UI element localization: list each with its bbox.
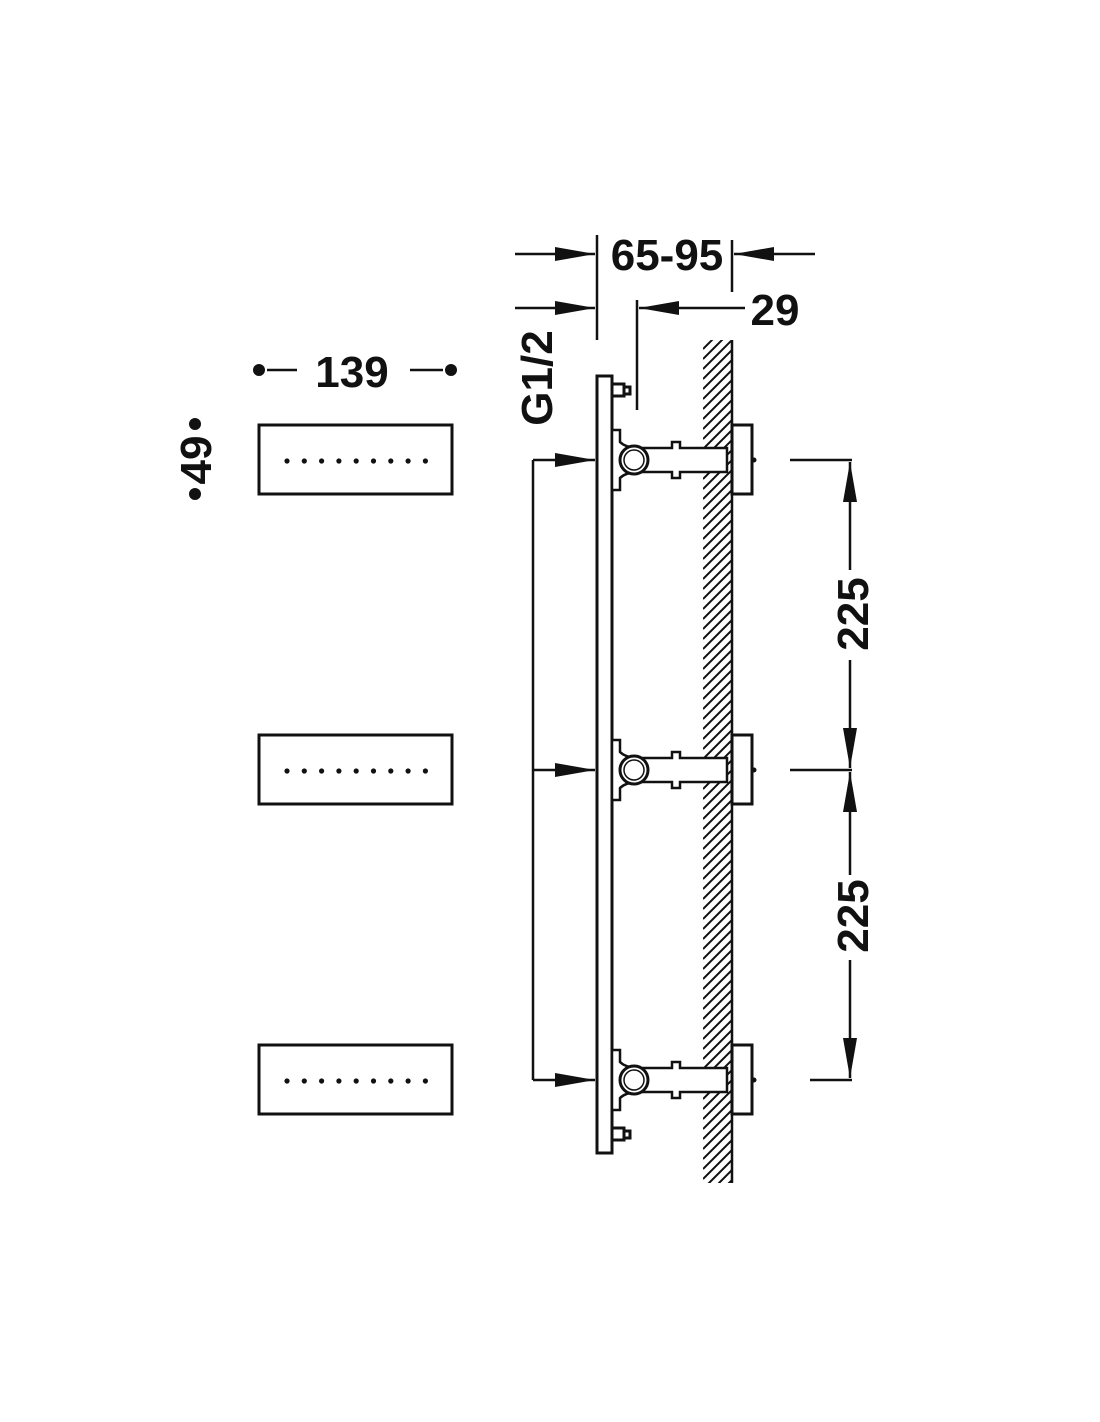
side-view: G1/2 65-95 29 225 225 <box>513 231 878 1183</box>
mounting-plate <box>595 374 614 1155</box>
spacing-upper-label: 225 <box>829 577 878 650</box>
nozzle-dot <box>301 1078 307 1084</box>
spacing-lower-label: 225 <box>829 879 878 952</box>
nozzle-dot <box>336 458 342 464</box>
nozzle-dot <box>284 458 290 464</box>
nozzle-dot <box>388 768 394 774</box>
wall-hatch <box>703 340 732 1183</box>
width-label: 139 <box>315 348 388 397</box>
offset-label: 29 <box>751 286 800 335</box>
offset-dimension: 29 <box>515 286 799 410</box>
wall-flange <box>730 423 754 496</box>
wall-flange <box>730 733 754 806</box>
nozzle-dot <box>353 1078 359 1084</box>
valve-body <box>610 1043 757 1116</box>
wall-flange <box>730 1043 754 1116</box>
height-dimension: 49 <box>172 418 221 500</box>
nozzle-dot <box>370 1078 377 1084</box>
nozzle-dot <box>336 768 342 774</box>
nozzle-dot <box>319 768 325 774</box>
nozzle-dot <box>422 768 428 774</box>
nozzle-dot <box>319 458 325 464</box>
nozzle-dot <box>422 1078 428 1084</box>
front-view: 139 49 <box>172 348 457 1116</box>
shower-jet <box>257 1043 454 1116</box>
height-label: 49 <box>172 436 221 485</box>
nozzle-dot <box>405 1078 411 1084</box>
thread-dimension: G1/2 <box>513 330 595 1087</box>
shower-jet <box>257 733 454 806</box>
mounting-pin <box>610 382 632 1142</box>
nozzle-dot <box>388 1078 394 1084</box>
nozzle-dot <box>405 458 411 464</box>
width-dimension: 139 <box>253 348 457 397</box>
nozzle-dot <box>284 1078 290 1084</box>
nozzle-dot <box>301 768 307 774</box>
nozzle-dot <box>405 768 411 774</box>
nozzle-dot <box>353 458 359 464</box>
depth-dimension: 65-95 <box>515 231 815 340</box>
nozzle-dot <box>353 768 359 774</box>
shower-jet <box>257 423 454 496</box>
nozzle-dot <box>422 458 428 464</box>
nozzle-dot <box>284 768 290 774</box>
nozzle-dot <box>370 458 377 464</box>
nozzle-dot <box>319 1078 325 1084</box>
thread-label: G1/2 <box>513 330 562 425</box>
valve-body <box>610 423 757 496</box>
valve-body <box>610 733 757 806</box>
spacing-dimension: 225 225 <box>790 458 878 1082</box>
nozzle-dot <box>336 1078 342 1084</box>
nozzle-dot <box>301 458 307 464</box>
nozzle-dot <box>370 768 377 774</box>
depth-label: 65-95 <box>611 231 724 280</box>
nozzle-dot <box>388 458 394 464</box>
